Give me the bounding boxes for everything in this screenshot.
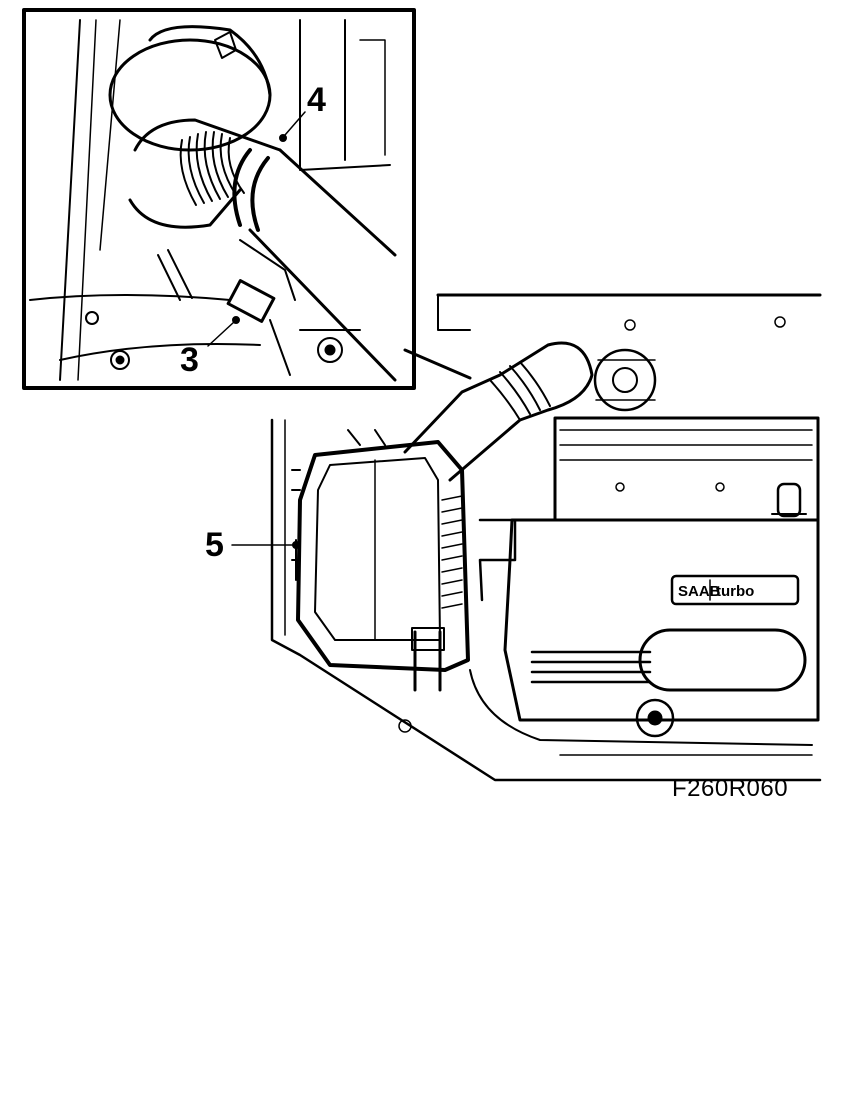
- callout-5: 5: [205, 526, 224, 564]
- air-filter-housing: [296, 440, 470, 672]
- figure-id: F260R060: [672, 775, 789, 802]
- callout-3: 3: [180, 341, 199, 379]
- detail-inset: [22, 8, 416, 390]
- engine-bay: [231, 293, 822, 782]
- inset-pointer: [403, 348, 472, 380]
- callout-4: 4: [307, 81, 326, 119]
- intake-hose: [403, 341, 594, 482]
- engine-cover-model: turbo: [716, 583, 754, 600]
- engine-cover-brand: SAAB: [678, 583, 721, 600]
